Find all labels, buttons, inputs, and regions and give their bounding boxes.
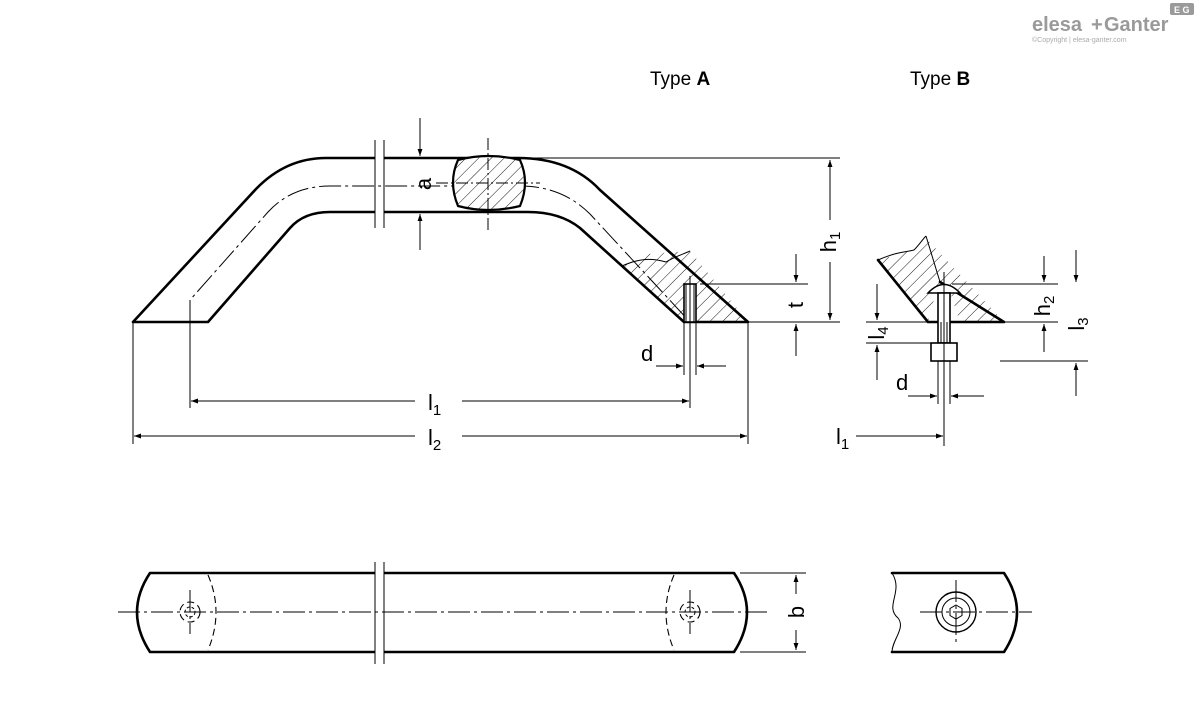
brand-logo-left: elesa bbox=[1032, 14, 1083, 36]
dim-l3-label: l3 bbox=[1064, 317, 1092, 330]
type-b-top-outline bbox=[890, 571, 1019, 654]
dim-l4-label: l4 bbox=[864, 326, 892, 339]
brand-copyright: ©Copyright | elesa-ganter.com bbox=[1032, 36, 1127, 44]
handle-centerline bbox=[189, 185, 691, 323]
dim-l2-label: l2 bbox=[428, 425, 441, 454]
break-gap bbox=[375, 150, 384, 218]
type-b-heading: Type B bbox=[910, 69, 970, 90]
handle-front-view bbox=[131, 138, 750, 375]
dim-d-type-b-label: d bbox=[896, 370, 908, 395]
dim-a-label: a bbox=[411, 177, 436, 190]
section-break-line bbox=[621, 250, 691, 267]
type-a-heading: Type A bbox=[650, 69, 710, 90]
type-b-dimensions: h2 l3 l4 d l1 bbox=[836, 250, 1092, 453]
handle-outline bbox=[131, 156, 750, 324]
brand-badge-icon bbox=[1170, 3, 1194, 15]
dim-b-label: b bbox=[784, 606, 809, 618]
handle-top-view bbox=[118, 562, 768, 664]
dim-d-label: d bbox=[641, 341, 653, 366]
dim-h2-label: h2 bbox=[1030, 296, 1058, 317]
dim-t-label: t bbox=[783, 302, 808, 308]
type-b-top-break bbox=[891, 572, 901, 653]
dim-b: b bbox=[740, 572, 809, 653]
type-b-detail-view bbox=[876, 235, 1006, 446]
brand-badge: E G bbox=[1174, 5, 1190, 15]
dim-h1-label: h1 bbox=[816, 232, 844, 253]
type-b-top-view bbox=[890, 571, 1032, 654]
dim-l1-type-b-label: l1 bbox=[836, 424, 849, 453]
dim-l1-label: l1 bbox=[428, 390, 441, 419]
brand-logo: elesa + Ganter E G ©Copyright | elesa-ga… bbox=[1032, 3, 1194, 44]
brand-logo-right: Ganter bbox=[1104, 14, 1169, 36]
top-view-outline bbox=[135, 571, 749, 654]
front-dimensions: a h1 t d l1 l2 bbox=[132, 118, 844, 454]
type-b-leg-outline bbox=[876, 258, 1006, 324]
brand-logo-plus: + bbox=[1091, 14, 1103, 36]
top-break-gap bbox=[375, 566, 384, 659]
type-b-break-line bbox=[877, 235, 927, 261]
